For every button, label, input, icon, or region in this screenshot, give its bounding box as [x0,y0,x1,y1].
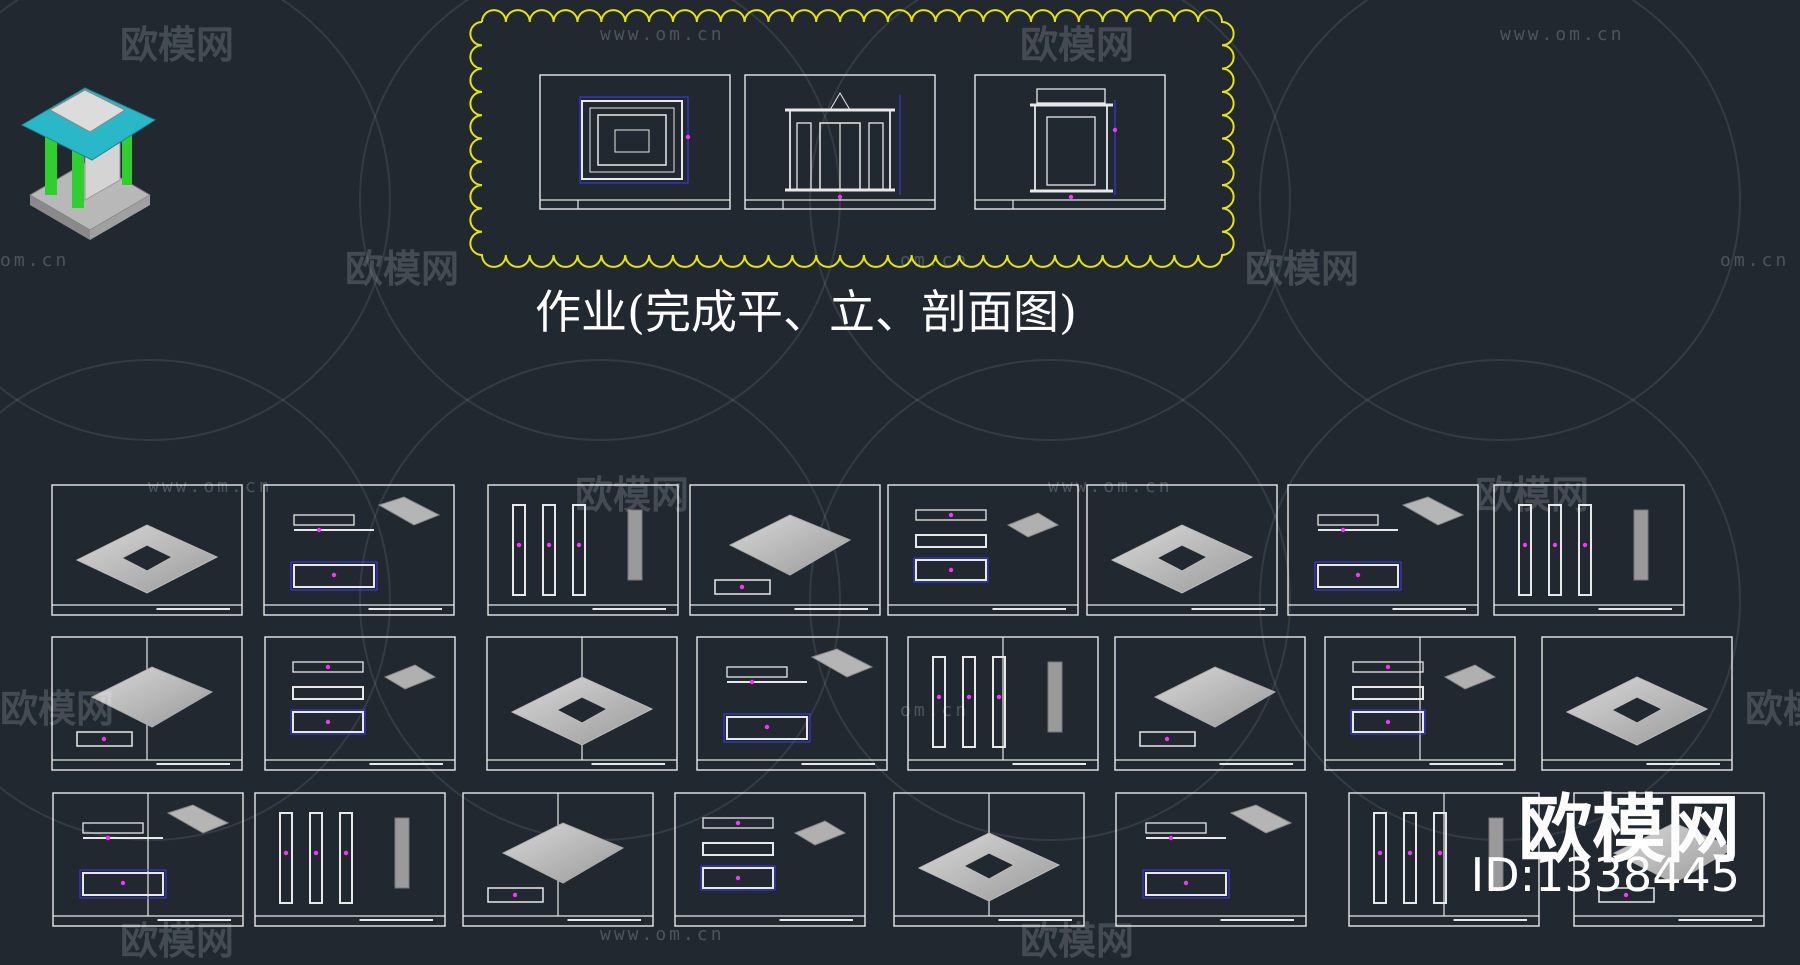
pavilion-3d-icon [20,87,157,240]
sheet-mullion[interactable] [264,636,456,771]
watermark-url: om.cn [900,250,970,271]
assignment-title: 作业(完成平、立、剖面图) [535,285,1077,339]
section-drawing[interactable] [974,74,1166,210]
sheet-panel[interactable] [893,792,1085,927]
assignment-drawings [539,74,1166,210]
sheet-top-slab[interactable] [51,484,243,616]
watermark-logo: 欧模网 [120,919,235,963]
watermark-url: www.om.cn [600,24,725,45]
sheet-slab[interactable] [1115,792,1307,927]
sheet-column[interactable] [51,636,243,771]
id-watermark: ID:1338445 [1470,848,1740,902]
sheet-bar[interactable] [887,484,1079,616]
watermark-url: om.cn [1720,250,1790,271]
sheet-beam[interactable] [254,792,446,927]
sheet-block[interactable] [1287,484,1479,616]
revision-cloud [469,9,1235,268]
watermark-url: om.cn [0,250,70,271]
sheet-detail[interactable] [1541,636,1733,771]
sheet-sections[interactable] [1324,636,1516,771]
sheet-grid [51,484,1765,927]
sheet-beam[interactable] [1086,484,1278,616]
watermark-url: www.om.cn [1500,24,1625,45]
watermark-url: om.cn [900,700,970,721]
sheet-extra[interactable] [1573,792,1765,927]
watermark-logo: 欧模网 [1475,473,1590,517]
brand-watermark: 欧模网 [1518,787,1740,873]
plan-drawing[interactable] [539,74,731,210]
sheet-beam[interactable] [263,484,455,616]
sheet-stair[interactable] [674,792,866,927]
sheet-frame[interactable] [907,636,1099,771]
sheet-window[interactable] [1114,636,1306,771]
watermark-logo: 欧模网 [1245,247,1360,291]
watermark-logo: 欧模网 [1020,23,1135,67]
watermark-logo: 欧模网 [0,687,115,731]
watermark-logo: 欧模网 [575,473,690,517]
sheet-bar[interactable] [487,484,679,616]
watermark-url: www.om.cn [148,476,273,497]
watermark-logo: 欧模网 [120,23,235,67]
sheet-panel[interactable] [696,636,888,771]
sheet-plate[interactable] [1493,484,1685,616]
watermark-logo: 欧模网 [345,247,460,291]
watermark-url: www.om.cn [600,924,725,945]
watermark-logo: 欧模网 [1745,687,1800,731]
sheet-bar[interactable] [462,792,654,927]
sheet-slab[interactable] [52,792,244,927]
sheet-flat-slab[interactable] [689,484,881,616]
watermark-rings [0,0,1741,841]
sheet-detail[interactable] [1348,792,1540,927]
watermark-url: www.om.cn [1048,476,1173,497]
watermark-logo: 欧模网 [1020,919,1135,963]
sheet-rail[interactable] [486,636,678,771]
front-elevation-drawing[interactable] [744,74,936,210]
